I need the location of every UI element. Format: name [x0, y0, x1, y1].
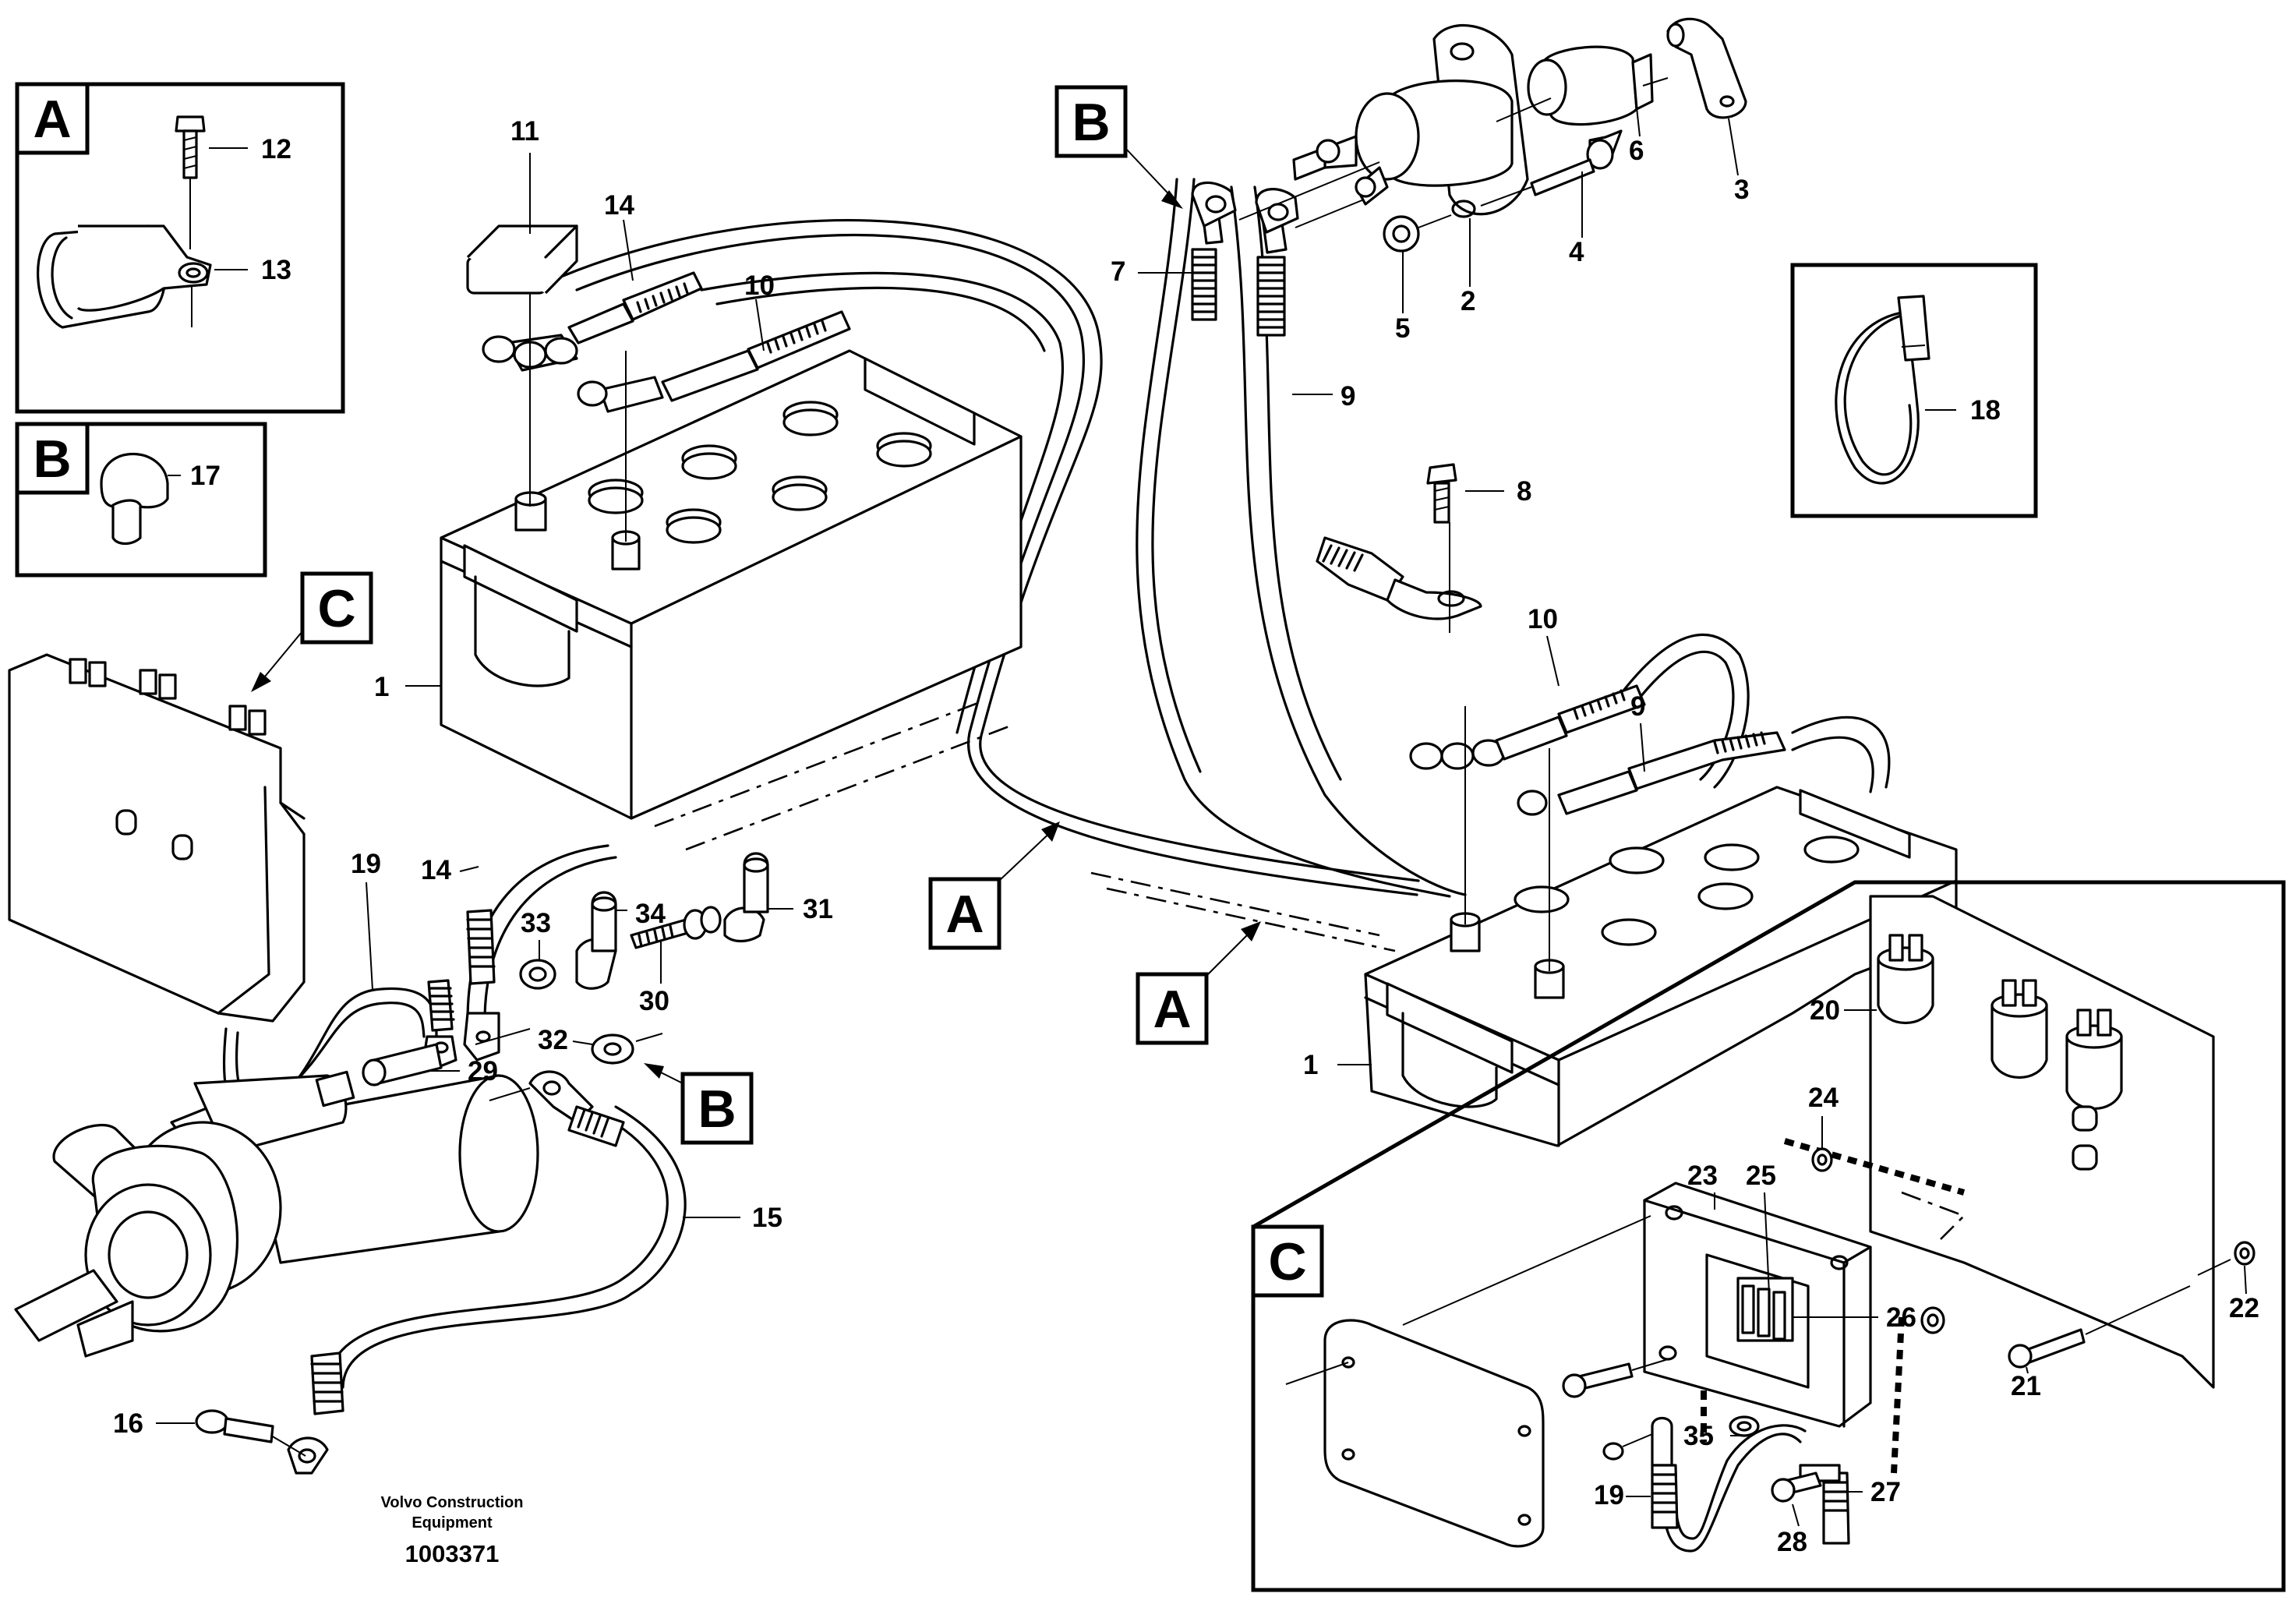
callout-8: 8 [1517, 476, 1531, 507]
ref-marker-a1: A [928, 821, 1060, 950]
callout-19b: 19 [1594, 1480, 1624, 1510]
footer-company: Volvo Construction [381, 1494, 524, 1511]
callout-16: 16 [113, 1408, 143, 1439]
callout-9a: 9 [1341, 381, 1355, 412]
callout-19a: 19 [351, 849, 381, 879]
footer-number: 1003371 [405, 1540, 500, 1567]
callout-21: 21 [2011, 1371, 2041, 1401]
battery-cell-caps-2 [1514, 836, 1860, 946]
svg-text:B: B [1072, 93, 1110, 152]
svg-text:C: C [317, 579, 355, 638]
callout-25: 25 [1746, 1161, 1776, 1191]
detail-c-letter: C [1268, 1232, 1306, 1291]
terminal-cap-icon [100, 452, 169, 546]
detail-box-b: B 17 [15, 422, 267, 578]
cable-clamp-icon [37, 224, 212, 329]
small-parts-30-34 [519, 852, 769, 990]
callout-29: 29 [468, 1056, 498, 1086]
detail-b-letter: B [33, 429, 71, 489]
callout-10a: 10 [744, 270, 775, 301]
battery-cell-caps [588, 401, 932, 544]
callout-14a: 14 [604, 190, 634, 221]
washer-32-and-lug [489, 1033, 663, 1147]
electrical-panel-left [8, 653, 306, 1023]
callout-9b: 9 [1630, 691, 1645, 722]
callout-34: 34 [635, 899, 666, 929]
callout-20: 20 [1810, 995, 1840, 1026]
callout-17: 17 [190, 461, 221, 491]
battery-top [440, 349, 1023, 820]
svg-text:B: B [698, 1079, 736, 1139]
callout-3: 3 [1734, 175, 1749, 205]
svg-text:A: A [1153, 980, 1191, 1039]
svg-text:A: A [945, 885, 984, 944]
junction-box [1643, 1182, 1872, 1428]
callout-5: 5 [1395, 313, 1410, 344]
callout-31: 31 [803, 894, 833, 924]
cable-15-end [195, 1351, 344, 1475]
callout-13: 13 [261, 255, 291, 285]
callout-26: 26 [1886, 1302, 1916, 1333]
callout-35: 35 [1683, 1421, 1714, 1451]
callout-7: 7 [1111, 256, 1125, 287]
main-switch-assembly [1191, 17, 1747, 337]
relay-3-icon [2065, 1009, 2123, 1110]
callout-32: 32 [538, 1025, 568, 1055]
callout-18: 18 [1970, 395, 2001, 426]
terminal-block-icon [1736, 1277, 1794, 1342]
callout-10b: 10 [1528, 604, 1558, 634]
callout-33: 33 [521, 908, 551, 938]
callout-14b: 14 [421, 855, 451, 885]
panel-studs [69, 658, 267, 736]
battery-cables-routing [223, 178, 1467, 1389]
callout-24: 24 [1808, 1083, 1839, 1113]
callout-28: 28 [1777, 1527, 1807, 1557]
starter-terminal-cables [362, 909, 531, 1086]
detail-box-c: C 20 [1251, 880, 2286, 1592]
callout-4: 4 [1569, 237, 1584, 267]
ground-strap [1316, 463, 1482, 620]
bolt-icon [175, 115, 206, 179]
relay-panel [1869, 895, 2215, 1389]
ref-marker-b1: B [1054, 85, 1183, 209]
callout-15: 15 [752, 1203, 782, 1233]
callout-23: 23 [1687, 1161, 1718, 1191]
relay-2-icon [1990, 979, 2048, 1079]
callout-11: 11 [510, 116, 539, 147]
callout-22: 22 [2229, 1293, 2259, 1323]
ref-marker-b2: B [644, 1063, 754, 1145]
callout-27: 27 [1870, 1477, 1901, 1507]
detail-a-letter: A [33, 90, 71, 149]
cable-tie-icon [1835, 295, 1930, 485]
battery-cable-ends-top [466, 224, 851, 413]
relay-1-icon [1877, 934, 1934, 1024]
battery-cable-ends-bottom [1409, 633, 1891, 816]
starter-motor [14, 1070, 539, 1358]
callout-12: 12 [261, 134, 291, 164]
battery-bottom [1364, 786, 1958, 1147]
junction-box-cover [1323, 1319, 1545, 1548]
callout-6: 6 [1629, 136, 1644, 166]
figure-footer: Volvo Construction Equipment 1003371 [381, 1494, 524, 1567]
callout-1a: 1 [374, 672, 389, 702]
callout-30: 30 [639, 986, 669, 1016]
ref-marker-c1: C [251, 571, 373, 692]
ref-marker-a2: A [1136, 921, 1261, 1045]
detail-box-cable-tie: 18 [1790, 263, 2038, 518]
detail-box-a: A 12 13 [15, 82, 345, 414]
callout-2: 2 [1461, 286, 1475, 316]
callout-1b: 1 [1303, 1050, 1318, 1080]
footer-company-line2: Equipment [412, 1514, 493, 1532]
